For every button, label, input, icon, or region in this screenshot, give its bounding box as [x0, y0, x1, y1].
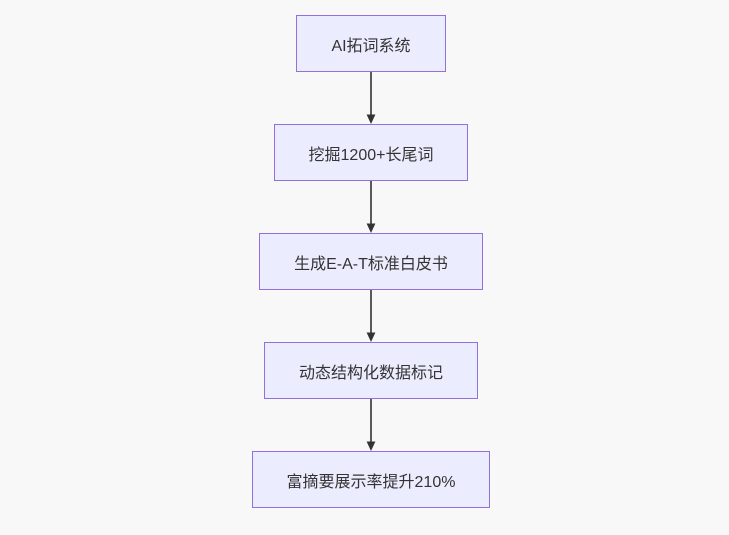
flow-arrow-4	[365, 399, 377, 451]
flowchart-column: AI拓词系统 挖掘1200+长尾词 生成E-A-T标准白皮书	[251, 15, 491, 508]
flow-arrow-1	[365, 72, 377, 124]
arrow-down-icon	[366, 399, 376, 451]
flow-arrow-2	[365, 181, 377, 233]
arrow-down-icon	[366, 181, 376, 233]
flow-node-structured-data-markup: 动态结构化数据标记	[263, 342, 478, 399]
arrow-down-icon	[366, 290, 376, 342]
flow-node-label: AI拓词系统	[331, 37, 411, 55]
flow-node-longtail-mining: 挖掘1200+长尾词	[273, 124, 469, 181]
arrow-down-icon	[366, 72, 376, 124]
flow-node-label: 富摘要展示率提升210%	[286, 473, 456, 491]
flow-node-ai-keyword-system: AI拓词系统	[296, 15, 446, 72]
flow-node-label: 动态结构化数据标记	[298, 364, 443, 382]
flow-node-label: 挖掘1200+长尾词	[308, 146, 434, 164]
flow-node-rich-snippet-rate: 富摘要展示率提升210%	[251, 451, 491, 508]
flow-node-label: 生成E-A-T标准白皮书	[294, 255, 448, 273]
flow-arrow-3	[365, 290, 377, 342]
flow-node-eat-whitepaper: 生成E-A-T标准白皮书	[259, 233, 483, 290]
